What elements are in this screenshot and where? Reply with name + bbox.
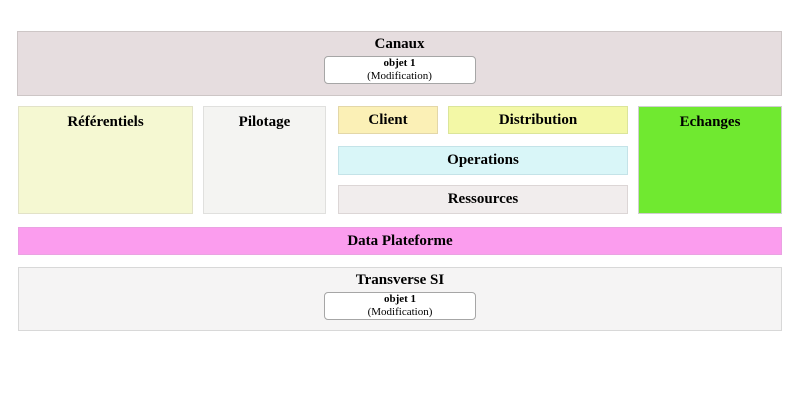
operations-label: Operations [447, 152, 519, 168]
block-distribution[interactable]: Distribution [448, 106, 628, 134]
client-label: Client [368, 111, 408, 128]
canaux-band[interactable]: Canaux objet 1 (Modification) [17, 31, 782, 96]
transverse-objet-name: objet 1 [383, 293, 417, 306]
distribution-label: Distribution [498, 111, 578, 128]
transverse-si-band[interactable]: Transverse SI objet 1 (Modification) [18, 267, 782, 331]
block-operations[interactable]: Operations [338, 146, 628, 175]
canaux-title: Canaux [374, 36, 425, 52]
canaux-objet-box[interactable]: objet 1 (Modification) [323, 56, 476, 84]
data-plateforme-title: Data Plateforme [347, 232, 453, 249]
referentiels-label: Référentiels [67, 114, 144, 130]
block-echanges[interactable]: Echanges [638, 106, 782, 214]
block-client[interactable]: Client [338, 106, 438, 134]
echanges-label: Echanges [679, 114, 741, 130]
transverse-objet-detail: (Modification) [367, 306, 433, 318]
transverse-objet-box[interactable]: objet 1 (Modification) [324, 292, 476, 320]
canaux-objet-name: objet 1 [383, 57, 416, 70]
block-pilotage[interactable]: Pilotage [203, 106, 326, 214]
data-plateforme-band[interactable]: Data Plateforme [18, 227, 782, 255]
block-ressources[interactable]: Ressources [338, 185, 628, 214]
ressources-label: Ressources [447, 191, 519, 207]
transverse-si-title: Transverse SI [355, 272, 445, 288]
pilotage-label: Pilotage [238, 114, 291, 130]
canaux-objet-detail: (Modification) [367, 70, 432, 82]
block-referentiels[interactable]: Référentiels [18, 106, 193, 214]
